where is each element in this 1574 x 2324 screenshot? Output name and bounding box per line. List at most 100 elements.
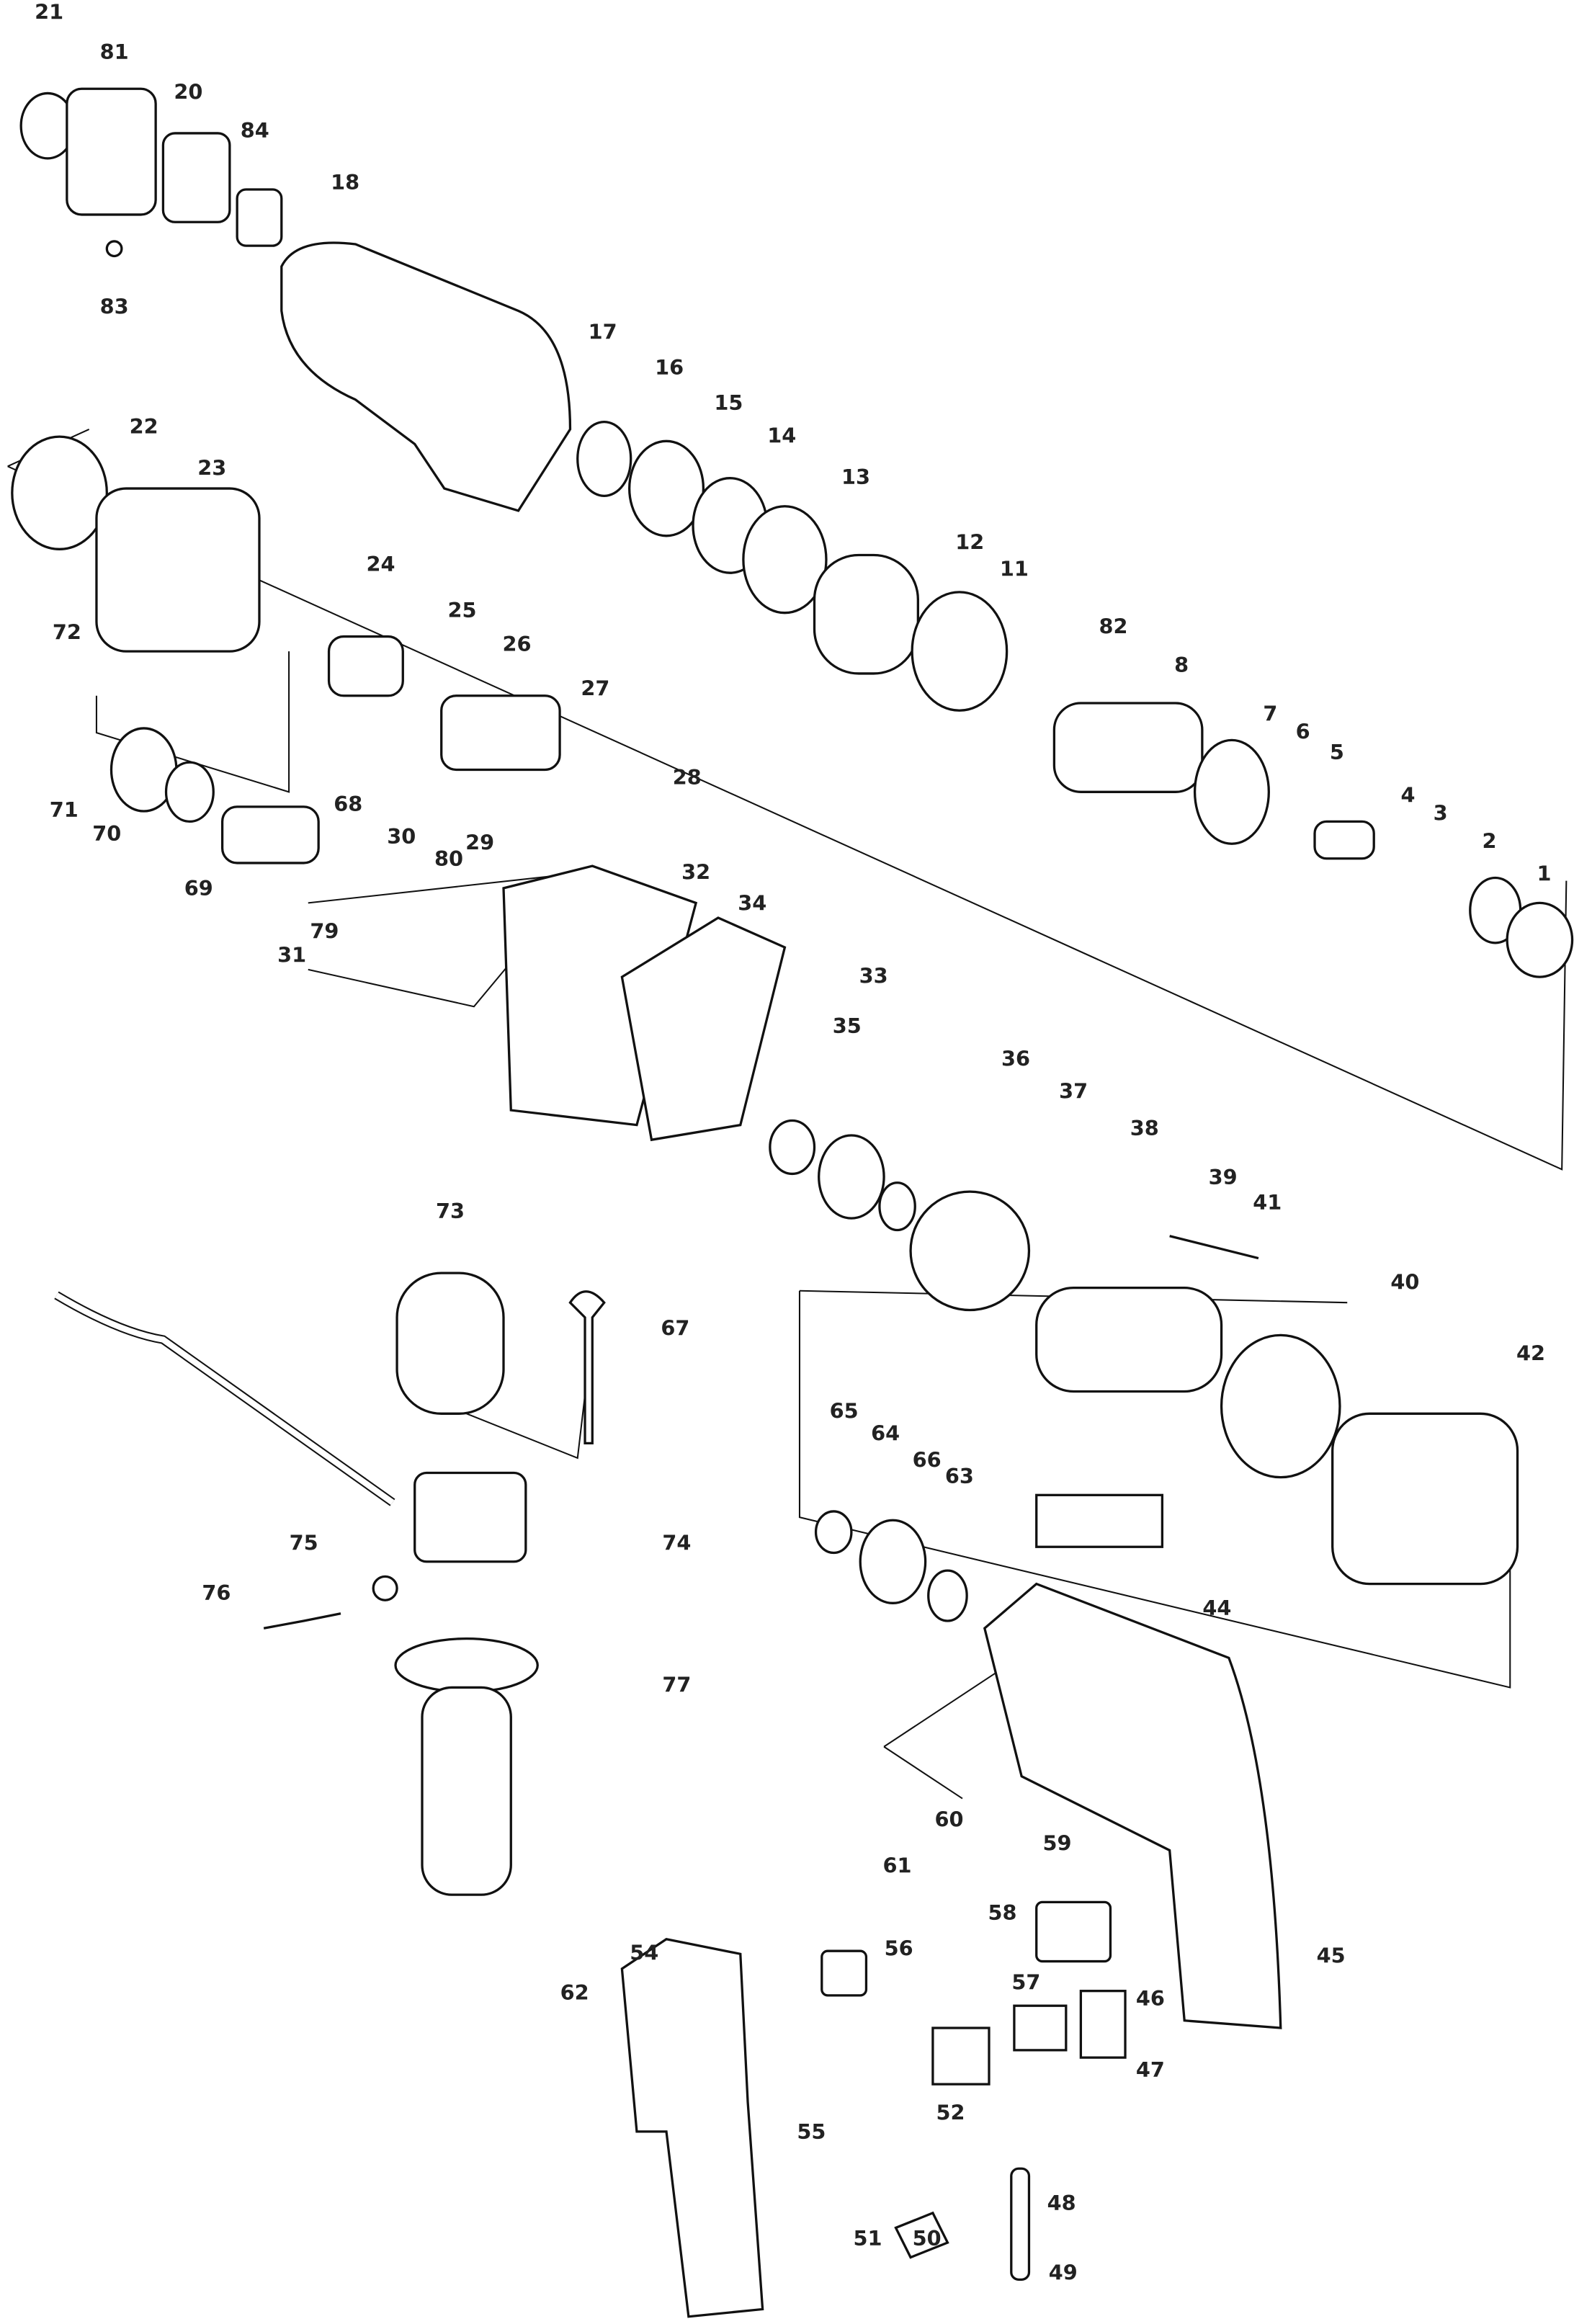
part-44-shape bbox=[1035, 1493, 1164, 1548]
part-number-label: 34 bbox=[738, 891, 766, 916]
part-54-shape bbox=[620, 1938, 764, 2318]
part-number-label: 75 bbox=[290, 1530, 318, 1555]
part-20-shape bbox=[161, 132, 231, 223]
part-number-label: 30 bbox=[387, 824, 416, 849]
part-number-label: 61 bbox=[883, 1853, 912, 1877]
part-8-flange-shape bbox=[1193, 738, 1270, 845]
part-number-label: 1 bbox=[1537, 862, 1552, 886]
part-25-shape bbox=[327, 635, 404, 697]
part-number-label: 54 bbox=[630, 1941, 658, 1965]
part-number-label: 44 bbox=[1202, 1596, 1231, 1620]
part-number-label: 74 bbox=[662, 1530, 691, 1555]
part-46-shape bbox=[1079, 1990, 1127, 2059]
part-41-shape bbox=[1169, 1235, 1259, 1260]
part-16-shape bbox=[628, 439, 705, 537]
part-number-label: 18 bbox=[331, 170, 359, 195]
part-22-shape bbox=[11, 435, 108, 550]
part-number-label: 50 bbox=[913, 2226, 942, 2251]
part-81-shape bbox=[66, 87, 157, 216]
part-number-label: 82 bbox=[1099, 614, 1128, 638]
part-number-label: 77 bbox=[662, 1673, 691, 1697]
part-number-label: 4 bbox=[1400, 783, 1415, 808]
part-number-label: 7 bbox=[1263, 702, 1277, 726]
part-number-label: 20 bbox=[174, 80, 202, 104]
part-57-shape bbox=[1013, 2004, 1068, 2052]
part-56-shape bbox=[820, 1949, 868, 1997]
part-number-label: 84 bbox=[241, 118, 269, 143]
part-number-label: 12 bbox=[955, 529, 984, 554]
part-number-label: 80 bbox=[434, 846, 463, 871]
part-14-shape bbox=[742, 505, 828, 614]
part-number-label: 28 bbox=[673, 765, 702, 790]
part-number-label: 72 bbox=[53, 620, 81, 645]
part-number-label: 40 bbox=[1390, 1270, 1419, 1295]
part-35-shape bbox=[769, 1119, 816, 1176]
part-number-label: 46 bbox=[1136, 1986, 1165, 2011]
part-number-label: 59 bbox=[1042, 1831, 1071, 1855]
part-number-label: 62 bbox=[560, 1980, 589, 2005]
part-36-shape bbox=[818, 1134, 885, 1220]
part-39-shape bbox=[1035, 1287, 1223, 1393]
part-number-label: 66 bbox=[913, 1447, 942, 1472]
part-number-label: 60 bbox=[934, 1807, 963, 1832]
part-number-label: 68 bbox=[334, 792, 362, 816]
part-5-shape bbox=[1313, 820, 1375, 860]
part-65-shape bbox=[814, 1510, 853, 1555]
part-number-label: 63 bbox=[945, 1464, 974, 1488]
part-number-label: 47 bbox=[1136, 2057, 1165, 2082]
part-number-label: 73 bbox=[436, 1199, 465, 1223]
part-number-label: 16 bbox=[655, 355, 684, 380]
part-number-label: 79 bbox=[310, 919, 339, 944]
part-number-label: 69 bbox=[184, 876, 213, 900]
part-number-label: 57 bbox=[1011, 1970, 1040, 1995]
part-83-shape bbox=[105, 240, 123, 258]
part-number-label: 13 bbox=[841, 465, 870, 489]
part-64-shape bbox=[859, 1519, 927, 1604]
part-number-label: 51 bbox=[853, 2226, 882, 2251]
part-number-label: 26 bbox=[502, 632, 531, 656]
part-84-shape bbox=[236, 188, 283, 247]
part-number-label: 29 bbox=[465, 830, 494, 854]
part-number-label: 23 bbox=[197, 456, 226, 481]
part-number-label: 27 bbox=[581, 676, 609, 701]
part-number-label: 58 bbox=[988, 1900, 1016, 1925]
part-number-label: 24 bbox=[366, 552, 395, 576]
part-70-shape bbox=[164, 761, 215, 823]
part-27-shape bbox=[440, 694, 561, 772]
part-number-label: 70 bbox=[92, 821, 121, 846]
part-48-shape bbox=[1010, 2167, 1031, 2281]
part-42-shape bbox=[1331, 1412, 1519, 1586]
part-number-label: 36 bbox=[1001, 1046, 1030, 1071]
part-52-shape bbox=[931, 2026, 991, 2086]
part-75-shape bbox=[372, 1575, 398, 1601]
part-number-label: 42 bbox=[1516, 1341, 1545, 1365]
part-74-shape bbox=[413, 1471, 527, 1563]
part-number-label: 8 bbox=[1174, 653, 1189, 677]
part-1-shape bbox=[1506, 901, 1574, 978]
part-number-label: 14 bbox=[767, 423, 796, 447]
part-number-label: 33 bbox=[859, 963, 888, 988]
part-23-shape bbox=[95, 487, 261, 653]
part-38-shape bbox=[909, 1190, 1031, 1312]
part-number-label: 37 bbox=[1059, 1079, 1088, 1104]
part-number-label: 65 bbox=[830, 1398, 859, 1423]
part-number-label: 41 bbox=[1253, 1190, 1282, 1215]
part-8-shape bbox=[1052, 702, 1204, 793]
part-37-shape bbox=[878, 1181, 916, 1232]
part-13-shape bbox=[813, 553, 919, 675]
part-77-grip-shape bbox=[421, 1686, 512, 1896]
part-number-label: 32 bbox=[681, 860, 710, 885]
part-number-label: 39 bbox=[1209, 1165, 1238, 1189]
part-number-label: 6 bbox=[1296, 719, 1310, 743]
part-40-shape bbox=[1220, 1333, 1341, 1479]
part-number-label: 48 bbox=[1047, 2191, 1076, 2215]
part-number-label: 64 bbox=[871, 1421, 900, 1445]
part-12-shape bbox=[911, 591, 1009, 712]
part-58-shape bbox=[1035, 1900, 1112, 1963]
part-50-shape bbox=[894, 2211, 949, 2259]
part-number-label: 71 bbox=[50, 797, 79, 822]
part-number-label: 17 bbox=[589, 320, 617, 344]
part-73-shape bbox=[395, 1272, 505, 1415]
part-63-shape bbox=[927, 1569, 968, 1622]
